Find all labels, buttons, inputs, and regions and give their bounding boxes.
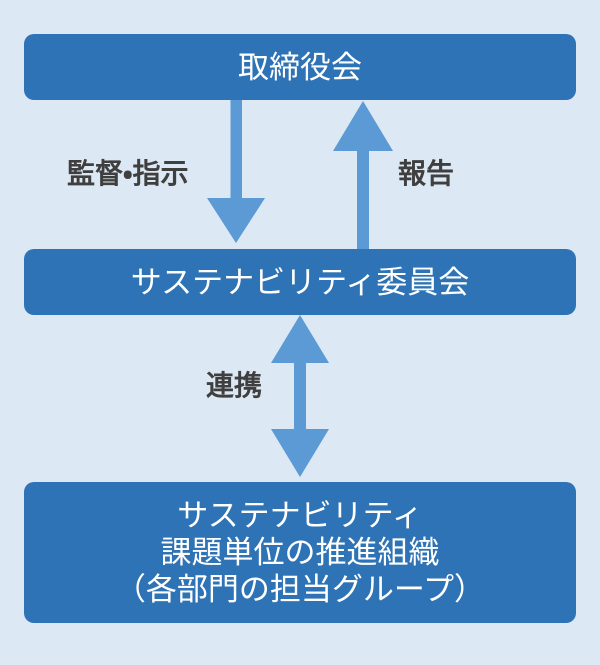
promotion-line-1: サステナビリティ [177, 498, 423, 533]
up-arrow-icon [333, 101, 393, 249]
board-of-directors-box: 取締役会 [24, 34, 576, 100]
promotion-line-2: 課題単位の推進組織 [160, 535, 440, 570]
promotion-organization-label: サステナビリティ 課題単位の推進組織 （各部門の担当グループ） [115, 497, 485, 608]
report-label: 報告 [398, 158, 455, 189]
promotion-line-3: （各部門の担当グループ） [114, 572, 486, 607]
supervise-instruct-label: 監督・指示 [67, 158, 189, 189]
board-of-directors-label: 取締役会 [238, 49, 362, 85]
promotion-organization-box: サステナビリティ 課題単位の推進組織 （各部門の担当グループ） [24, 482, 576, 623]
sustainability-committee-label: サステナビリティ委員会 [130, 264, 470, 300]
collaborate-label: 連携 [206, 370, 263, 401]
double-arrow-icon [271, 315, 329, 477]
sustainability-committee-box: サステナビリティ委員会 [24, 249, 576, 315]
down-arrow-icon [207, 100, 265, 243]
